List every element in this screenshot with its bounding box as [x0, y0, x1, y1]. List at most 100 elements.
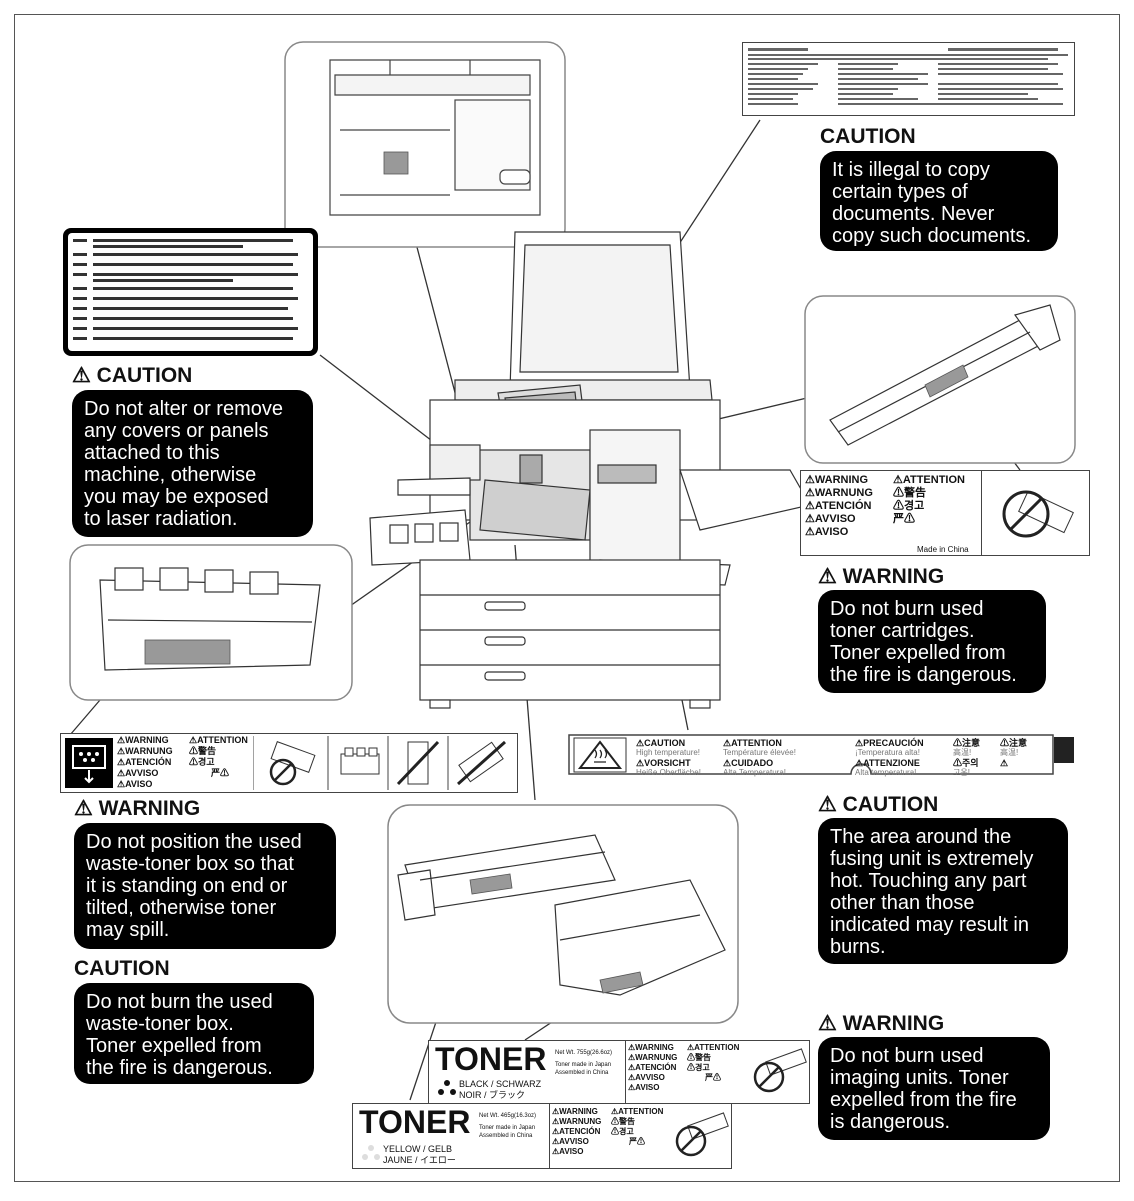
- tw-c1-2: ⚠ATENCIÓN: [805, 500, 872, 512]
- mfp-machine: [369, 231, 811, 709]
- wl-c1-3: ⚠AVVISO: [117, 768, 159, 778]
- tw-c2-3: 严⚠: [893, 513, 915, 525]
- wl-c2-1: ⚠警告: [189, 746, 217, 756]
- rear-label-patch: [383, 151, 409, 175]
- tb-c1-3: ⚠AVVISO: [628, 1073, 665, 1082]
- tw-c1-4: ⚠AVISO: [805, 526, 849, 538]
- toner-black-color2: NOIR / ブラック: [459, 1090, 526, 1100]
- ty-c1-3: ⚠AVVISO: [552, 1137, 589, 1146]
- ty-c2-1: ⚠警告: [611, 1117, 635, 1126]
- toner-yellow-made2: Assembled in China: [479, 1133, 533, 1139]
- fl-r1s-2: ¡Temperatura alta!: [855, 748, 920, 757]
- caution-laser-heading: ⚠ CAUTION: [72, 364, 193, 387]
- no-fire-icon: [675, 1112, 729, 1157]
- ty-c1-2: ⚠ATENCIÓN: [552, 1127, 601, 1136]
- ty-c2-2: ⚠경고: [611, 1127, 634, 1136]
- tw-c1-0: ⚠WARNING: [805, 474, 869, 486]
- tw-c1-3: ⚠AVVISO: [805, 513, 856, 525]
- toner-black-made2: Assembled in China: [555, 1070, 609, 1076]
- fl-r1-2: ⚠PRECAUCIÓN: [855, 738, 924, 748]
- tw-c2-0: ⚠ATTENTION: [893, 474, 965, 486]
- figure-frame: [14, 14, 1120, 1182]
- no-fire-icon: [1002, 490, 1074, 538]
- fusing-caution-label: ⚠CAUTION High temperature! ⚠VORSICHT Hei…: [568, 734, 1076, 786]
- toner-dots-icon: [438, 1080, 456, 1095]
- toner-warning-label: ⚠WARNING ⚠WARNUNG ⚠ATENCIÓN ⚠AVVISO ⚠AVI…: [800, 470, 1090, 556]
- wl-c2-0: ⚠ATTENTION: [189, 735, 248, 745]
- tb-c1-4: ⚠AVISO: [628, 1083, 660, 1092]
- warning-imaging-heading: ⚠ WARNING: [818, 1012, 945, 1035]
- fl-r1-4: ⚠注意: [1000, 738, 1028, 748]
- toner-yellow-label: TONER YELLOW / GELB JAUNE / イエロー Net Wt.…: [352, 1103, 732, 1169]
- no-fire-icon: [753, 1048, 807, 1093]
- waste-label-patch: [144, 639, 231, 665]
- imaging-label-patch-1: [469, 873, 513, 895]
- warning-waste-position-heading: ⚠ WARNING: [74, 797, 201, 820]
- waste-toner-icon: [65, 738, 113, 788]
- toner-yellow-color2: JAUNE / イエロー: [383, 1155, 456, 1165]
- fl-r1-3: ⚠注意: [953, 738, 981, 748]
- toner-yellow-made1: Toner made in Japan: [479, 1125, 536, 1131]
- wl-c2-2: ⚠경고: [189, 757, 215, 767]
- toner-yellow-color: YELLOW / GELB: [383, 1144, 453, 1154]
- caution-waste-burn-heading: CAUTION: [74, 957, 170, 980]
- no-standing-icon: [396, 740, 440, 786]
- wl-c1-0: ⚠WARNING: [117, 735, 169, 745]
- fl-r2-4: ⚠: [1000, 758, 1009, 768]
- ty-c1-0: ⚠WARNING: [552, 1107, 598, 1116]
- fl-r2s-0: Heiße Oberfläche!: [636, 768, 701, 777]
- warning-toner-cartridge-text: Do not burn used toner cartridges. Toner…: [818, 590, 1046, 693]
- imaging-label-patch-2: [599, 971, 644, 994]
- tw-made-in: Made in China: [917, 545, 969, 554]
- warning-imaging-text: Do not burn used imaging units. Toner ex…: [818, 1037, 1050, 1140]
- wl-c2-3: 严⚠: [211, 768, 230, 778]
- tb-c2-1: ⚠警告: [687, 1053, 711, 1062]
- fusing-label-outline: [568, 734, 1074, 775]
- tb-c2-3: 严⚠: [705, 1073, 721, 1082]
- tb-c2-0: ⚠ATTENTION: [687, 1043, 740, 1052]
- tw-c2-1: ⚠警告: [893, 487, 926, 499]
- caution-waste-burn-text: Do not burn the used waste-toner box. To…: [74, 983, 314, 1084]
- waste-toner-upright-icon: [340, 747, 380, 775]
- toner-yellow-title: TONER: [359, 1104, 471, 1140]
- no-tilt-icon: [457, 740, 506, 786]
- fl-r1-0: ⚠CAUTION: [636, 738, 686, 748]
- fl-r1s-4: 高温!: [1000, 748, 1019, 757]
- laser-caution-label: [63, 228, 318, 356]
- fl-r2s-1: Alta Temperatura!: [723, 768, 786, 777]
- fl-r1s-1: Température élevée!: [723, 748, 796, 757]
- tw-c1-1: ⚠WARNUNG: [805, 487, 873, 499]
- no-fire-icon: [269, 741, 316, 786]
- caution-laser-text: Do not alter or remove any covers or pan…: [72, 390, 313, 537]
- toner-dots-icon: [362, 1145, 380, 1160]
- toner-yellow-net: Net Wt. 465g(16.3oz): [479, 1113, 537, 1119]
- caution-illegal-copy-heading: CAUTION: [820, 125, 916, 148]
- legal-restrictions-label: [742, 42, 1075, 116]
- wl-c1-2: ⚠ATENCIÓN: [117, 757, 172, 767]
- fl-r1s-3: 高温!: [953, 748, 972, 757]
- tb-c1-0: ⚠WARNING: [628, 1043, 674, 1052]
- fl-r1-1: ⚠ATTENTION: [723, 738, 782, 748]
- tb-c1-2: ⚠ATENCIÓN: [628, 1063, 677, 1072]
- fl-r2-1: ⚠CUIDADO: [723, 758, 774, 768]
- ty-c2-0: ⚠ATTENTION: [611, 1107, 664, 1116]
- toner-black-title: TONER: [435, 1041, 547, 1077]
- laser-label-fine-print: [68, 233, 313, 351]
- tb-c2-2: ⚠경고: [687, 1063, 710, 1072]
- wl-c1-4: ⚠AVISO: [117, 779, 153, 789]
- fl-r2s-2: Alta temperatura!: [855, 768, 917, 777]
- toner-label-patch: [924, 364, 969, 398]
- ty-c2-3: 严⚠: [629, 1137, 645, 1146]
- wl-c1-1: ⚠WARNUNG: [117, 746, 173, 756]
- legal-fine-print: [748, 48, 1068, 105]
- hot-surface-icon: [577, 740, 623, 769]
- fl-r2s-3: 고온!: [953, 768, 970, 777]
- warning-toner-cartridge-heading: ⚠ WARNING: [818, 565, 945, 588]
- toner-black-color: BLACK / SCHWARZ: [459, 1079, 542, 1089]
- toner-black-made1: Toner made in Japan: [555, 1062, 612, 1068]
- fl-r1s-0: High temperature!: [636, 748, 701, 757]
- tw-c2-2: ⚠경고: [893, 500, 925, 512]
- caution-fusing-heading: ⚠ CAUTION: [818, 793, 939, 816]
- warning-waste-position-text: Do not position the used waste-toner box…: [74, 823, 336, 949]
